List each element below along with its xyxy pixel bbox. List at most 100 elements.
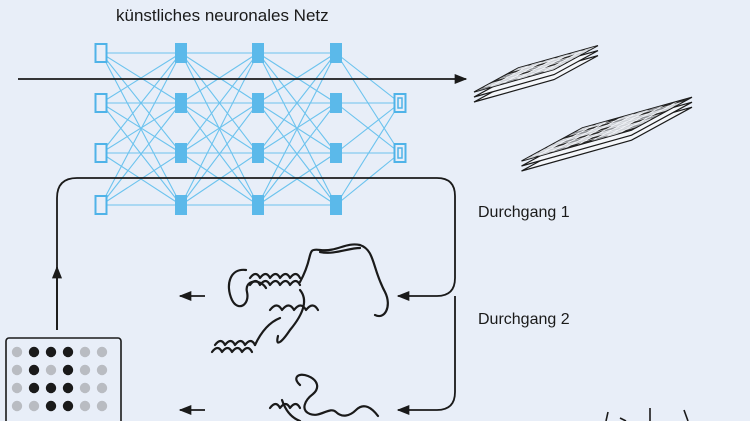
matrix-cell	[525, 65, 541, 72]
sequence-dot	[96, 382, 108, 394]
protein-structure-1	[210, 243, 389, 354]
matrix-cell	[629, 118, 646, 125]
matrix-cell	[642, 114, 660, 121]
contact-map-stack-1	[473, 45, 599, 103]
matrix-cell	[576, 125, 594, 132]
matrix-cell	[572, 138, 590, 145]
matrix-cell	[621, 122, 638, 129]
matrix-cell	[476, 85, 493, 92]
sequence-dot	[11, 346, 23, 358]
matrix-cell	[503, 77, 519, 84]
matrix-cell	[575, 129, 592, 136]
hidden-node	[175, 143, 187, 163]
sequence-dot	[45, 346, 57, 358]
sequence-dot	[79, 382, 91, 394]
sequence-dot	[79, 364, 91, 376]
network-nodes	[94, 43, 407, 215]
sequence-dot	[28, 346, 40, 358]
matrix-cell	[552, 141, 570, 148]
matrix-cell	[638, 109, 655, 117]
sequence-dot	[11, 400, 23, 412]
matrix-cell	[559, 54, 575, 61]
sequence-dot	[28, 400, 40, 412]
network-edge	[100, 102, 182, 206]
output-node	[393, 143, 407, 163]
matrix-cell	[537, 66, 553, 73]
sequence-dot	[45, 400, 57, 412]
input-node	[94, 143, 108, 163]
matrix-cell	[623, 118, 640, 125]
matrix-cell	[523, 69, 540, 76]
matrix-cell	[572, 50, 589, 57]
matrix-cell	[483, 81, 500, 88]
matrix-cell	[538, 61, 555, 68]
matrix-cell	[583, 125, 600, 132]
matrix-cell	[645, 105, 662, 112]
network-edge	[335, 102, 401, 154]
matrix-cell	[551, 58, 568, 65]
matrix-cell	[491, 77, 507, 84]
matrix-cell	[517, 69, 534, 76]
matrix-cell	[546, 141, 563, 148]
matrix-cell	[561, 133, 579, 140]
matrix-cell	[559, 142, 576, 149]
matrix-cell	[539, 57, 556, 64]
sequence-matrix-frame	[5, 337, 122, 421]
network-edge	[180, 102, 259, 206]
sequence-dot	[45, 382, 57, 394]
matrix-cell	[606, 130, 623, 137]
matrix-cell	[565, 142, 582, 149]
matrix-cell	[569, 129, 586, 136]
matrix-cell	[614, 126, 631, 133]
sequence-dot	[62, 364, 74, 376]
matrix-cell	[607, 126, 625, 133]
output-node	[393, 93, 407, 113]
network-edge	[180, 52, 259, 104]
matrix-cell	[554, 137, 571, 144]
matrix-cell	[673, 98, 690, 105]
sequence-dot	[28, 364, 40, 376]
matrix-cell	[532, 61, 549, 68]
matrix-cell	[513, 65, 529, 72]
matrix-cell	[603, 121, 620, 128]
matrix-cell	[651, 106, 669, 113]
matrix-cell	[618, 113, 635, 120]
hidden-node	[252, 43, 264, 63]
matrix-cell	[489, 81, 506, 88]
matrix-cell	[601, 126, 618, 133]
network-edge	[335, 102, 401, 206]
network-connections	[100, 52, 401, 206]
matrix-cell	[568, 133, 585, 140]
protein-structure-2	[268, 373, 380, 421]
matrix-cell	[627, 122, 645, 129]
matrix-cell	[519, 65, 535, 72]
matrix-cell	[505, 69, 522, 76]
matrix-cell	[531, 149, 548, 156]
matrix-cell	[635, 118, 652, 125]
sequence-dot	[28, 382, 40, 394]
matrix-cell	[586, 134, 603, 141]
matrix-cell	[596, 121, 614, 128]
matrix-cell	[631, 109, 649, 116]
matrix-cell	[529, 70, 546, 77]
matrix-cell	[650, 110, 667, 117]
matrix-cell	[551, 146, 568, 153]
hidden-node	[175, 43, 187, 63]
network-edge	[335, 152, 401, 206]
matrix-cell	[524, 153, 541, 161]
hidden-node	[330, 143, 342, 163]
matrix-cell	[511, 69, 528, 76]
sequence-dot	[96, 364, 108, 376]
matrix-cell	[630, 114, 647, 121]
sequence-dot	[62, 346, 74, 358]
matrix-cell	[566, 138, 583, 145]
network-edge	[180, 152, 259, 206]
matrix-cell	[574, 133, 591, 140]
matrix-cell	[620, 127, 637, 134]
matrix-cell	[557, 58, 574, 65]
hidden-node	[330, 93, 342, 113]
sequence-dot	[96, 400, 108, 412]
network-edge	[257, 52, 337, 154]
matrix-cell	[560, 137, 577, 144]
matrix-cell	[665, 102, 682, 109]
